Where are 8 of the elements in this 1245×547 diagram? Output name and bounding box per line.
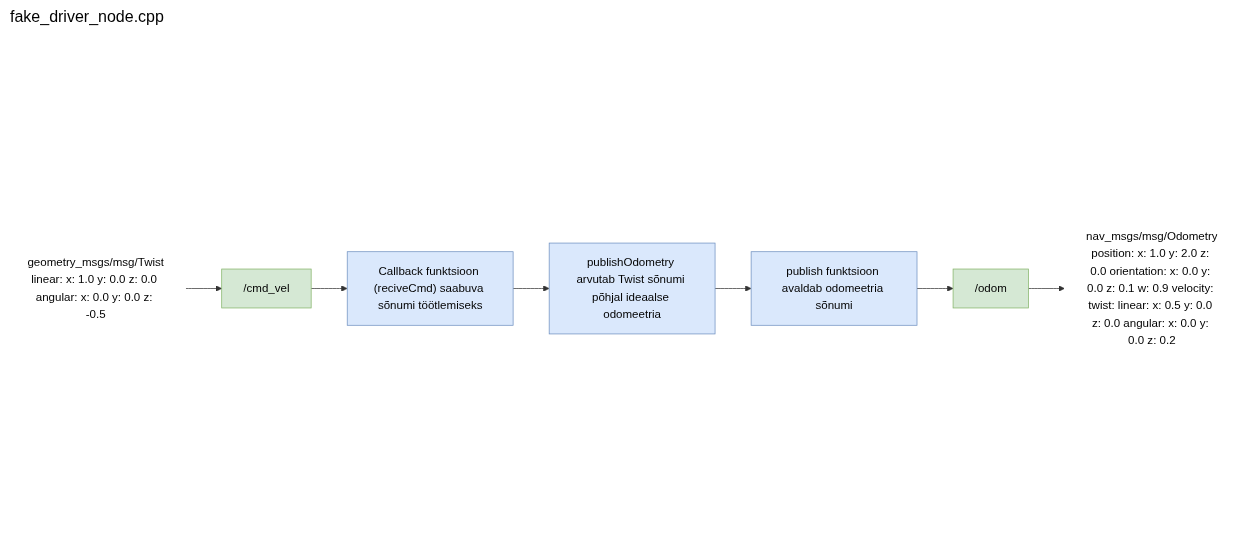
node-box: /odom xyxy=(952,268,1029,309)
node-box: publishOdometry arvutab Twist sõnumi põhjal ideaalse odomeetria xyxy=(548,242,716,335)
file-label: fake_driver_node.cpp xyxy=(10,8,164,25)
node-text: geometry_msgs/msg/Twist linear: x: 1.0 y: 0.0 z: 0.0 angular: x: 0.0 y: 0.0 z: -0.5 xyxy=(27,256,165,321)
node-box: Callback funktsioon (reciveCmd) saabuva sõnumi töötlemiseks xyxy=(346,251,514,326)
node-box: /cmd_vel xyxy=(221,268,312,309)
node-box: publish funktsioon avaldab odomeetria sõnumi xyxy=(750,251,918,326)
node-text: nav_msgs/msg/Odometry position: x: 1.0 y: 2.0 z: 0.0 orientation: x: 0.0 y: 0.0 z: 0.1 w: 0.9 velocity: twist: linear: x: 0.5 y: 0.0 z: 0.0 angular: x: 0.0 y: 0.0 z: 0.2 xyxy=(1086,230,1218,347)
